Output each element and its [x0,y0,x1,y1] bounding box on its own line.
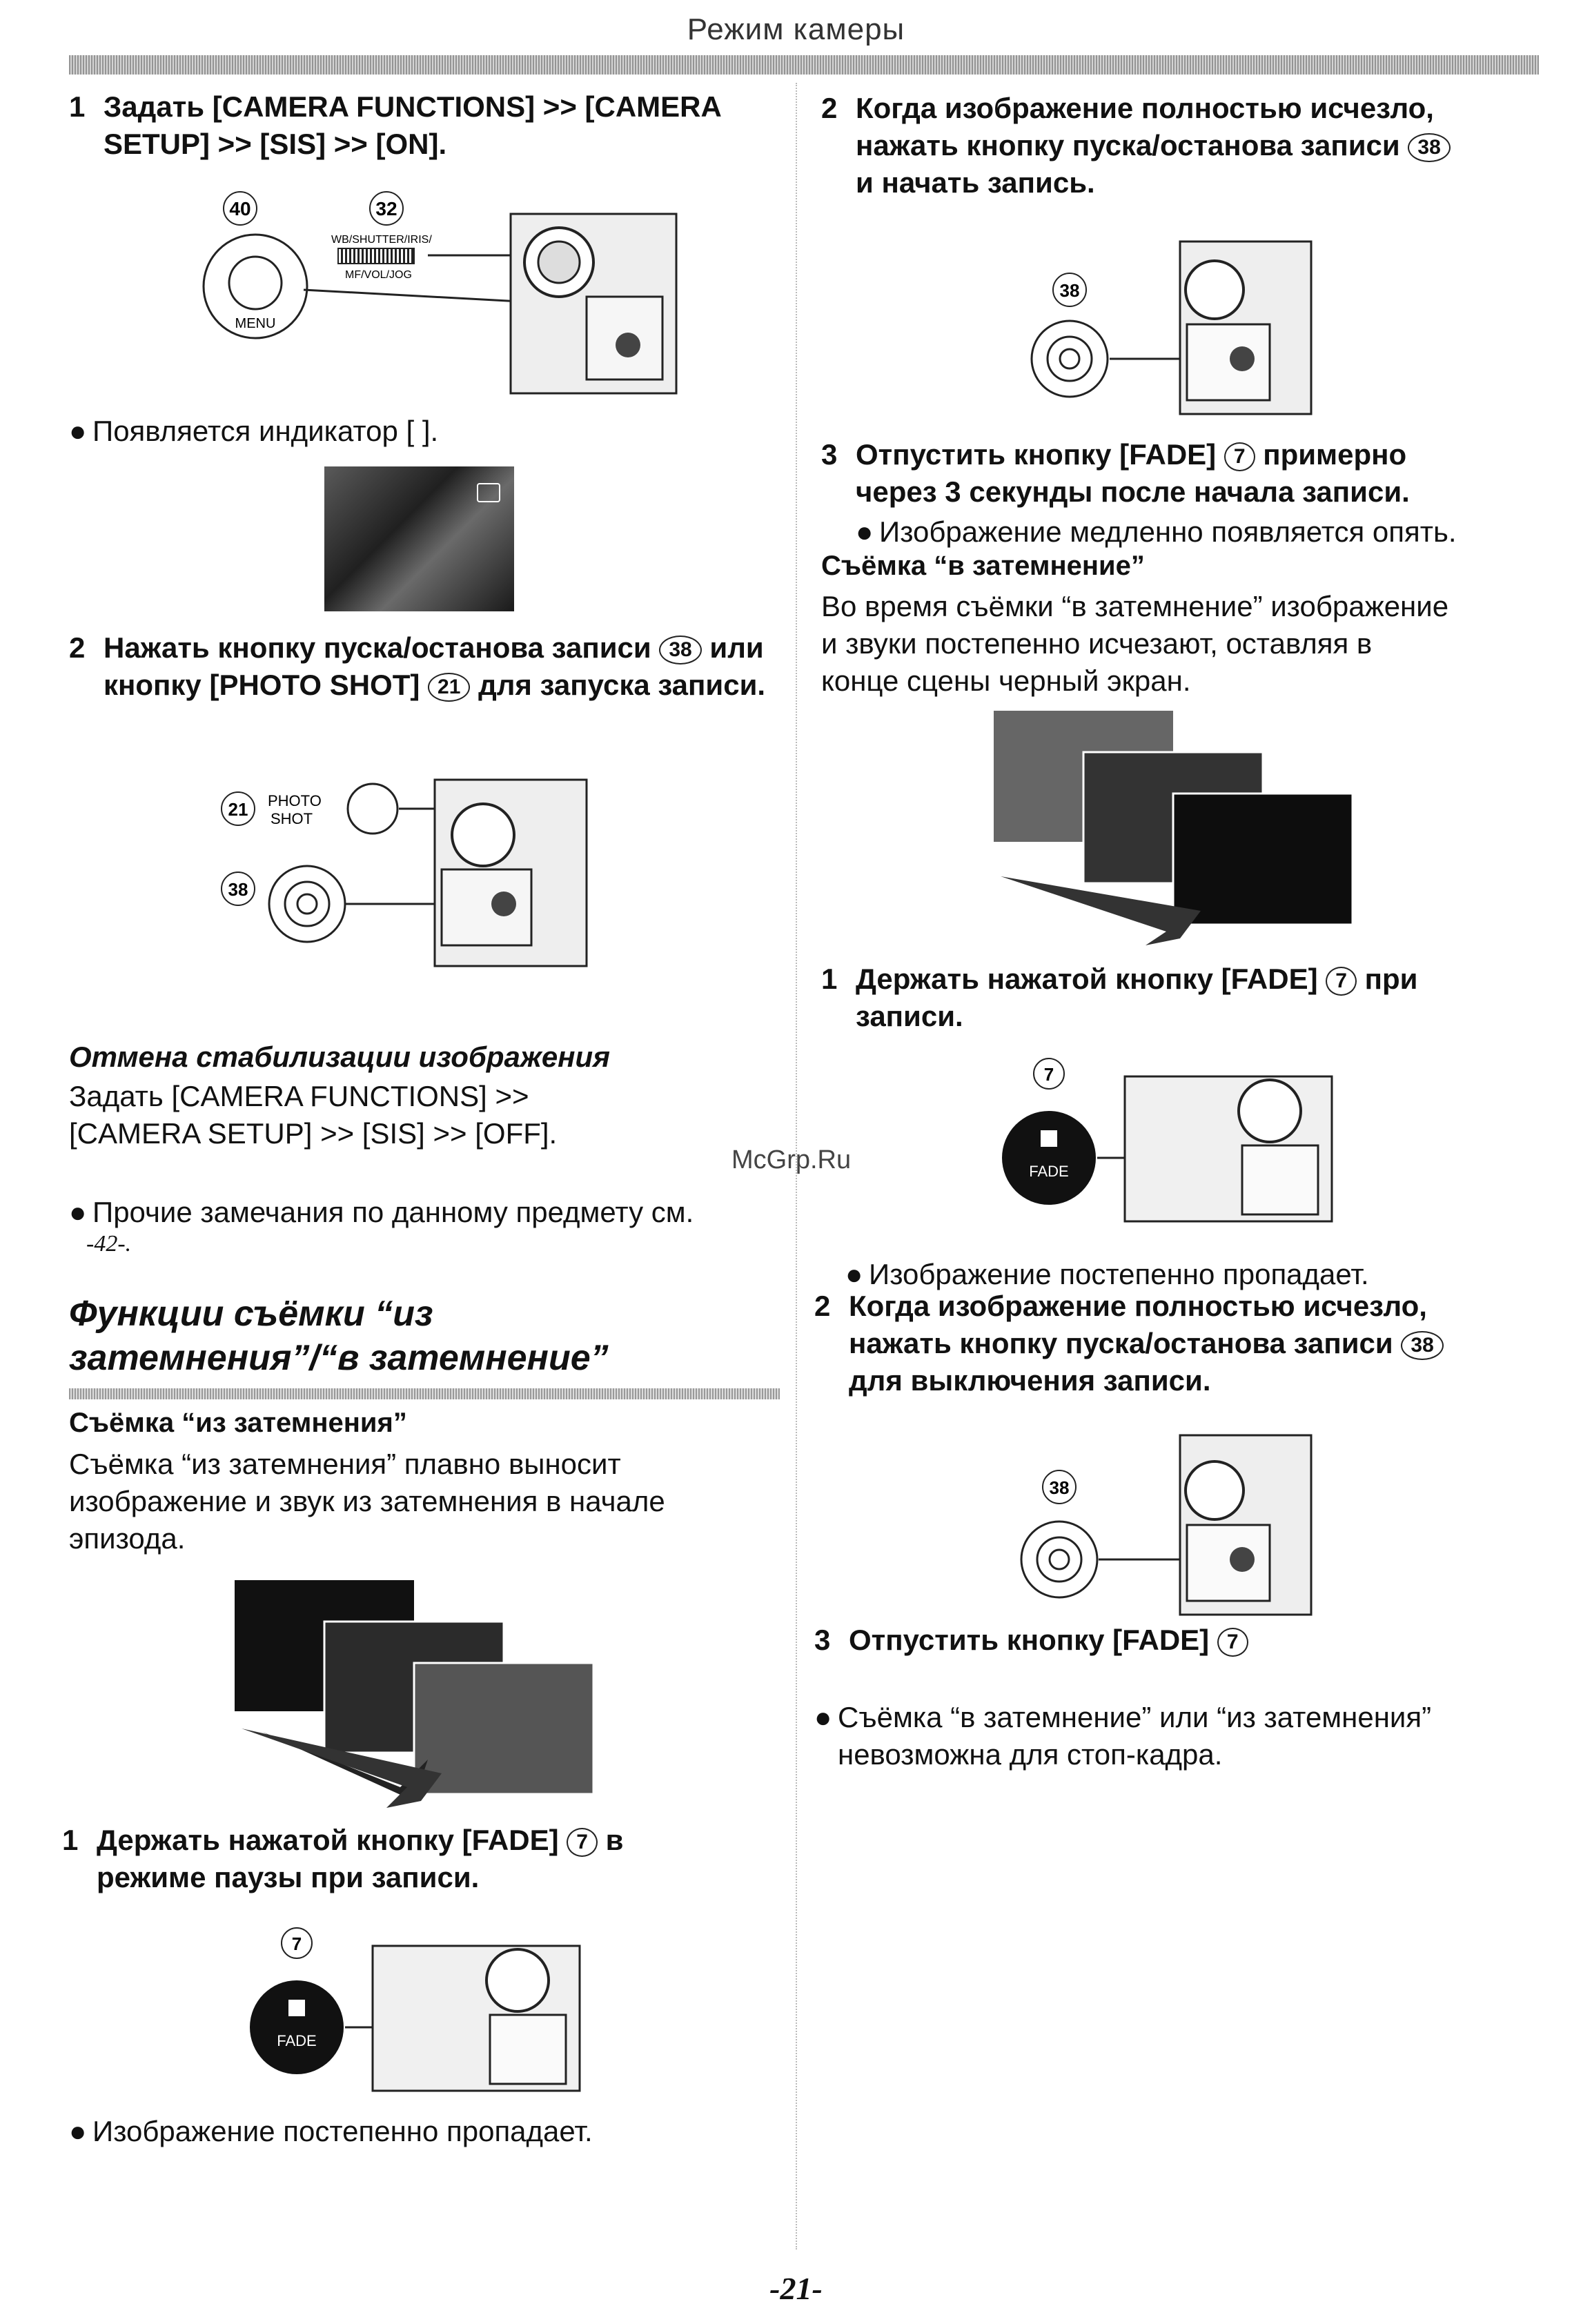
photo-shot-illustration: 21 PHOTO SHOT 38 [221,778,588,967]
callout-7: 7 [1217,1627,1248,1657]
left-bullet-1: ●Появляется индикатор [ ]. [69,415,439,447]
fade-button [1002,1111,1096,1205]
fade-in-illustration [235,1580,595,1808]
record-button-illustration-1: 38 [1030,240,1313,415]
fade-out-illustration [994,711,1354,945]
fade-in-title: Съёмка “из затемнения” [69,1408,407,1438]
wb-label: WB/SHUTTER/IRIS/ [331,234,432,246]
callout-32: 32 [375,198,397,219]
photo-shot-button [346,782,399,835]
fade-out-text-3: конце сцены черный экран. [821,664,1191,697]
record-button [1030,319,1109,398]
callout-7: 7 [567,1827,598,1857]
svg-text:7: 7 [292,1933,302,1954]
page-header-title: Режим камеры [687,12,905,46]
section-heading-line-2: затемнения”/“в затемнение” [69,1338,609,1378]
menu-label: MENU [235,316,276,331]
right-step-1: 2 Когда изображение полностью исчезло, н… [821,90,1553,201]
record-button [268,865,346,943]
callout-38: 38 [1401,1330,1444,1360]
step-text: Задать [CAMERA FUNCTIONS] >> [CAMERA SET… [104,90,721,160]
svg-text:38: 38 [1060,280,1080,301]
left-step-2: 2 Нажать кнопку пуска/останова записи 38… [69,631,766,702]
step-number: 1 [69,90,86,123]
column-divider [796,83,797,2249]
svg-text:38: 38 [1050,1477,1070,1498]
page-number: -21- [769,2271,823,2306]
section-rule [69,1388,780,1399]
svg-text:FADE: FADE [277,2032,316,2049]
fade-button-illustration-left: 7 FADE [250,1927,581,2092]
fade-out-text-2: и звуки постепенно исчезают, оставляя в [821,627,1373,660]
header-rule [69,55,1539,75]
fade-out-text-1: Во время съёмки “в затемнение” изображен… [821,590,1449,622]
right-bullet-2: ●Изображение постепенно пропадает. [845,1258,1369,1290]
fade-in-text-3: эпизода. [69,1522,186,1555]
record-button [1020,1520,1099,1599]
left-bullet-2: ●Изображение постепенно пропадает. [69,2115,593,2147]
cancel-sis-text-2: [CAMERA SETUP] >> [SIS] >> [OFF]. [69,1117,558,1150]
callout-38: 38 [1408,132,1451,162]
sis-indicator-icon [477,483,500,502]
fade-button-illustration-right: 7 FADE [1002,1058,1333,1223]
section-heading-line-1: Функции съёмки “из [69,1294,433,1334]
fade-button [250,1980,344,2074]
svg-text:SHOT: SHOT [271,810,313,827]
cancel-sis-title: Отмена стабилизации изображения [69,1041,610,1073]
mf-label: MF/VOL/JOG [345,269,412,281]
svg-text:38: 38 [228,879,248,900]
callout-21: 21 [428,672,471,702]
svg-text:FADE: FADE [1029,1163,1068,1180]
note-page-ref: -42-. [86,1231,132,1257]
right-bullet-3-cont: невозможна для стоп-кадра. [838,1738,1223,1771]
callout-7: 7 [1326,966,1357,996]
cancel-sis-text-1: Задать [CAMERA FUNCTIONS] >> [69,1080,529,1112]
right-bullet-1: ●Изображение медленно появляется опять. [856,515,1457,548]
right-step-4: 2 Когда изображение полностью исчезло, н… [814,1288,1553,1399]
record-button-illustration-2: 38 [1020,1434,1313,1616]
callout-38: 38 [659,635,702,664]
fade-in-text-2: изображение и звук из затемнения в начал… [69,1485,665,1517]
sis-indicator-photo [324,466,514,611]
left-note: ●Прочие замечания по данному предмету см… [69,1196,694,1228]
callout-40: 40 [229,198,250,219]
watermark: McGrp.Ru [731,1145,852,1174]
callout-7: 7 [1224,442,1255,471]
svg-text:7: 7 [1044,1064,1054,1085]
fade-in-text-1: Съёмка “из затемнения” плавно выносит [69,1448,621,1480]
fade-out-title: Съёмка “в затемнение” [821,551,1145,581]
right-step-3: 1 Держать нажатой кнопку [FADE] 7 при за… [821,963,1418,1032]
right-bullet-3: ●Съёмка “в затемнение” или “из затемнени… [814,1701,1432,1733]
menu-dial-illustration: 40 32 MENU WB/SHUTTER/IRIS/ MF/VOL/JOG [202,191,678,395]
menu-button [202,233,308,339]
svg-text:21: 21 [228,799,248,820]
svg-text:PHOTO: PHOTO [268,792,322,809]
left-step-1: 1 Задать [CAMERA FUNCTIONS] >> [CAMERA S… [69,88,787,163]
right-step-2: 3 Отпустить кнопку [FADE] 7 примерно чер… [821,438,1410,508]
left-step-3: 1 Держать нажатой кнопку [FADE] 7 в режи… [62,1824,624,1893]
right-step-5: 3 Отпустить кнопку [FADE] 7 [814,1622,1553,1659]
